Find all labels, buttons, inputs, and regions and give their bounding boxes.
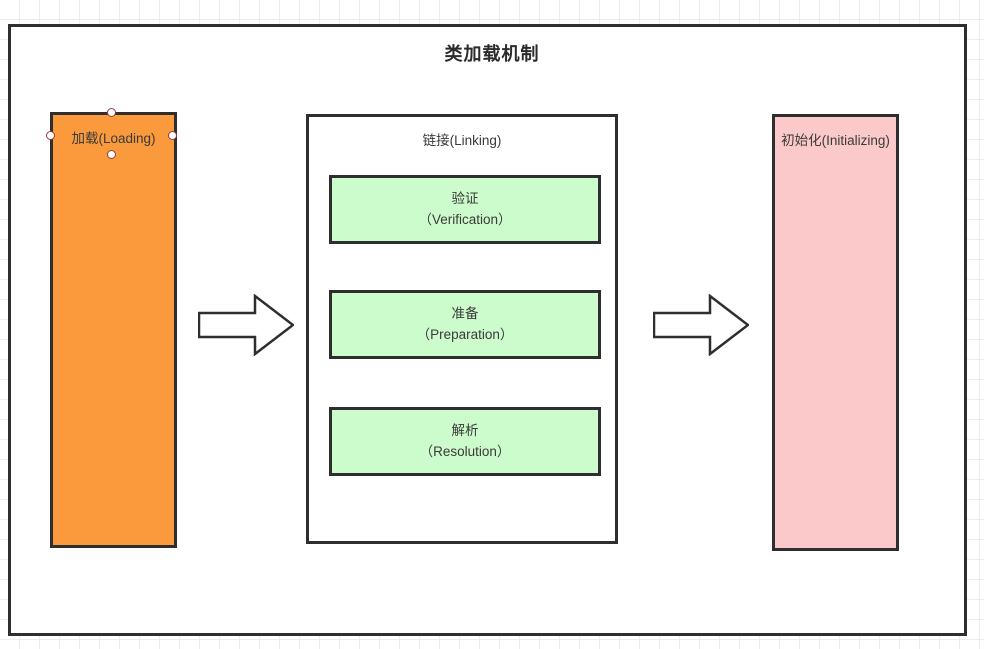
node-initializing-label: 初始化(Initializing)	[781, 133, 890, 148]
node-loading-label: 加载(Loading)	[71, 131, 156, 146]
node-verification-label-zh: 验证	[451, 191, 479, 207]
node-resolution[interactable]: 解析 （Resolution）	[329, 407, 601, 476]
page-title: 类加载机制	[444, 44, 540, 64]
node-preparation-label-en: （Preparation）	[416, 326, 514, 342]
arrow-loading-to-linking	[198, 294, 294, 356]
node-resolution-label-en: （Resolution）	[419, 443, 511, 459]
arrow-linking-to-initializing	[653, 294, 749, 356]
node-verification-label-en: （Verification）	[418, 211, 512, 227]
selection-handle-bottom[interactable]	[107, 150, 116, 159]
node-verification[interactable]: 验证 （Verification）	[329, 175, 601, 244]
node-loading[interactable]: 加载(Loading)	[50, 112, 177, 548]
node-resolution-label-zh: 解析	[451, 423, 479, 439]
node-preparation-label-zh: 准备	[451, 306, 479, 322]
node-preparation[interactable]: 准备 （Preparation）	[329, 290, 601, 359]
selection-handle-left[interactable]	[46, 131, 55, 140]
selection-handle-top[interactable]	[107, 108, 116, 117]
node-linking-label: 链接(Linking)	[422, 133, 502, 148]
node-linking[interactable]: 链接(Linking) 验证 （Verification） 准备 （Prepar…	[306, 114, 618, 544]
selection-handle-right[interactable]	[168, 131, 177, 140]
node-initializing[interactable]: 初始化(Initializing)	[772, 114, 899, 551]
